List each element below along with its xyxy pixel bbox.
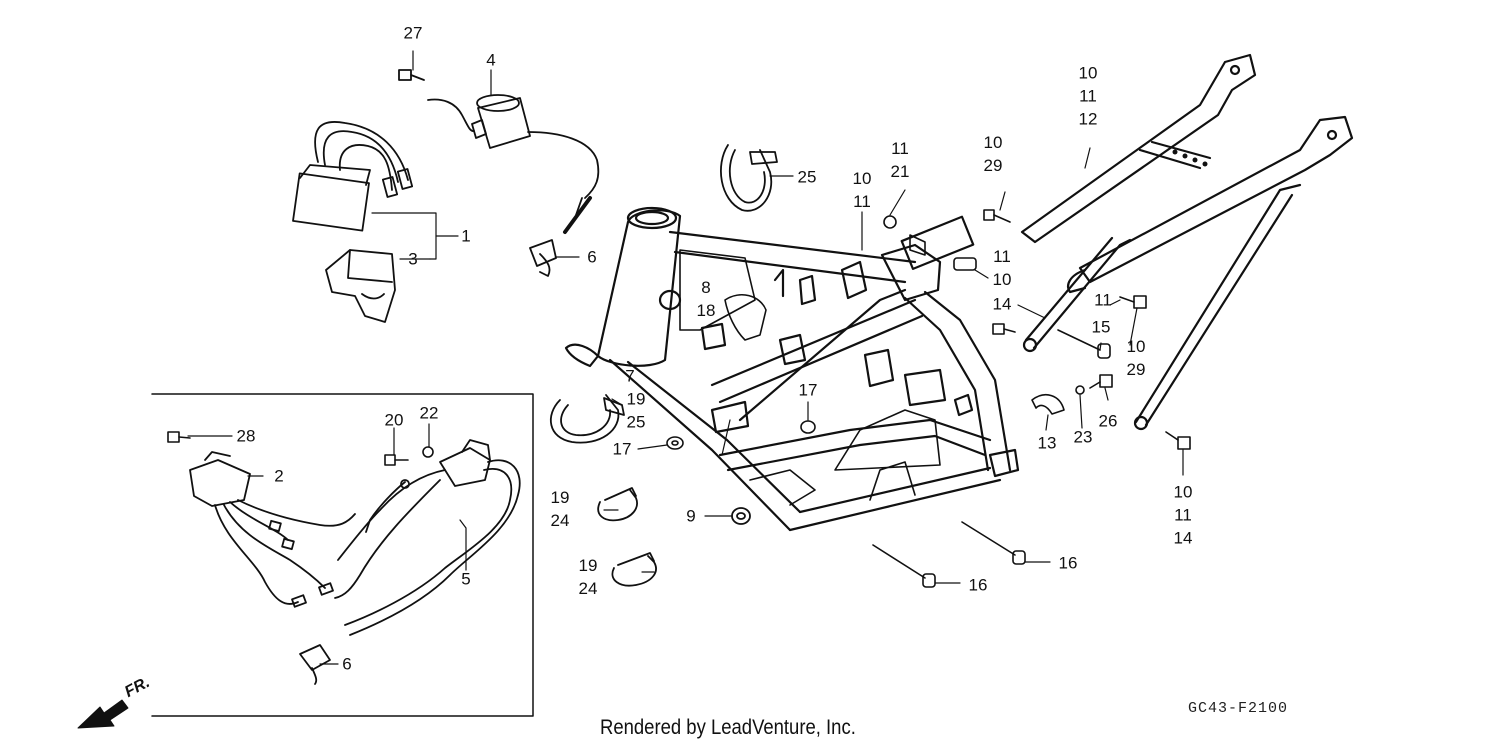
callout-line: 10 (983, 133, 1003, 152)
bolt-29-top (983, 209, 1011, 223)
subassembly-inset-box (151, 393, 534, 717)
callout-line: 18 (696, 301, 716, 320)
nut-22 (422, 446, 434, 458)
callout-line: 21 (890, 162, 910, 181)
callout-line: 10 (992, 270, 1012, 289)
callout-line: 19 (578, 556, 598, 575)
callout-10-29-top[interactable]: 10 29 (984, 131, 1003, 177)
callout-26[interactable]: 26 (1098, 411, 1118, 431)
clamp-19-24-lower (611, 552, 657, 587)
callout-line: 10 (1173, 482, 1193, 502)
bolt-28 (167, 431, 191, 443)
callout-line: 24 (550, 511, 570, 530)
ignition-coil (427, 94, 600, 234)
callout-3[interactable]: 3 (408, 249, 418, 269)
callout-15[interactable]: 15 (1091, 317, 1111, 337)
bolt-14 (992, 323, 1016, 335)
callout-16-lower[interactable]: 16 (968, 575, 988, 595)
callout-10-11-12[interactable]: 10 11 12 (1079, 62, 1098, 131)
callout-4[interactable]: 4 (486, 50, 496, 70)
callout-25-top[interactable]: 25 (797, 167, 817, 187)
callout-10-29-right[interactable]: 10 29 (1127, 335, 1146, 381)
rubber-cushion-13 (1031, 394, 1065, 415)
grommet-9 (731, 507, 751, 525)
callout-line: 10 (1078, 63, 1098, 83)
callout-17-left[interactable]: 17 (612, 439, 632, 459)
long-bolt-15 (1057, 329, 1111, 359)
callout-20[interactable]: 20 (384, 410, 404, 430)
callout-8-18[interactable]: 8 18 (697, 276, 716, 322)
callout-9[interactable]: 9 (686, 506, 696, 526)
bolt-20 (384, 454, 409, 466)
callout-17-center[interactable]: 17 (798, 380, 818, 400)
callout-line: 11 (1174, 505, 1192, 525)
callout-line: 25 (626, 412, 646, 432)
callout-line: 29 (1126, 360, 1146, 379)
callout-line: 11 (993, 247, 1011, 266)
callout-line: 29 (983, 156, 1003, 175)
clamp-19-24-upper (597, 487, 638, 522)
main-frame (564, 206, 1020, 532)
nut-17-center (800, 420, 816, 434)
callout-line: 19 (626, 389, 646, 409)
callout-line: 14 (1173, 528, 1193, 548)
callout-line: 7 (625, 366, 635, 386)
callout-line: 24 (578, 579, 598, 598)
callout-line: 8 (701, 278, 711, 297)
callout-6-top[interactable]: 6 (587, 247, 597, 267)
callout-10-11-14[interactable]: 10 11 14 (1174, 481, 1193, 550)
callout-2[interactable]: 2 (274, 466, 284, 486)
collar-11-10 (953, 257, 977, 271)
callout-28[interactable]: 28 (236, 426, 256, 446)
bolt-29-right (1119, 295, 1147, 309)
long-bolt-16-lower (872, 544, 936, 588)
cdi-unit-and-wiring (292, 121, 414, 232)
rear-subframe (1020, 53, 1354, 431)
long-bolt-16-upper (961, 521, 1026, 565)
callout-line: 11 (853, 192, 871, 211)
callout-22[interactable]: 22 (419, 403, 439, 423)
bolt-26 (1089, 374, 1113, 389)
clamp-25-top (720, 144, 778, 212)
footer-credit: Rendered by LeadVenture, Inc. (600, 716, 856, 739)
callout-line: 12 (1078, 109, 1098, 129)
callout-5[interactable]: 5 (461, 569, 471, 589)
callout-13[interactable]: 13 (1037, 433, 1057, 453)
clamp-7-19-25 (550, 394, 625, 444)
callout-line: 11 (891, 139, 909, 158)
bolt-14-right (1165, 431, 1191, 450)
spark-plug-cap-inset (299, 644, 331, 685)
rubber-mount (325, 249, 396, 323)
callout-line: 10 (852, 169, 872, 188)
callout-line: 10 (1126, 337, 1146, 356)
callout-14[interactable]: 14 (992, 294, 1012, 314)
callout-16-upper[interactable]: 16 (1058, 553, 1078, 573)
callout-27[interactable]: 27 (403, 23, 423, 43)
callout-10-11-a[interactable]: 10 11 (853, 167, 872, 213)
coil-harness-5 (334, 439, 521, 636)
leader-lines (187, 50, 1184, 665)
collar-10-11 (909, 234, 926, 256)
nut-17-left (666, 436, 684, 450)
callout-7-19-25[interactable]: 7 19 25 (625, 365, 646, 434)
callout-19-24-upper[interactable]: 19 24 (551, 486, 570, 532)
callout-1[interactable]: 1 (461, 226, 471, 246)
callout-line: 19 (550, 488, 570, 507)
callout-19-24-lower[interactable]: 19 24 (579, 554, 598, 600)
diagram-code: GC43-F2100 (1188, 700, 1289, 717)
callout-6-inset[interactable]: 6 (342, 654, 352, 674)
callout-11-21[interactable]: 11 21 (891, 137, 910, 183)
washer-23 (1075, 385, 1085, 395)
front-direction-arrow (77, 699, 129, 729)
bolt-27 (398, 69, 425, 81)
callout-11[interactable]: 11 (1094, 290, 1112, 310)
callout-23[interactable]: 23 (1073, 427, 1093, 447)
spark-plug-cap-top (529, 239, 557, 277)
harness-2 (189, 451, 356, 608)
callout-11-10[interactable]: 11 10 (993, 245, 1012, 291)
callout-line: 11 (1079, 86, 1097, 106)
